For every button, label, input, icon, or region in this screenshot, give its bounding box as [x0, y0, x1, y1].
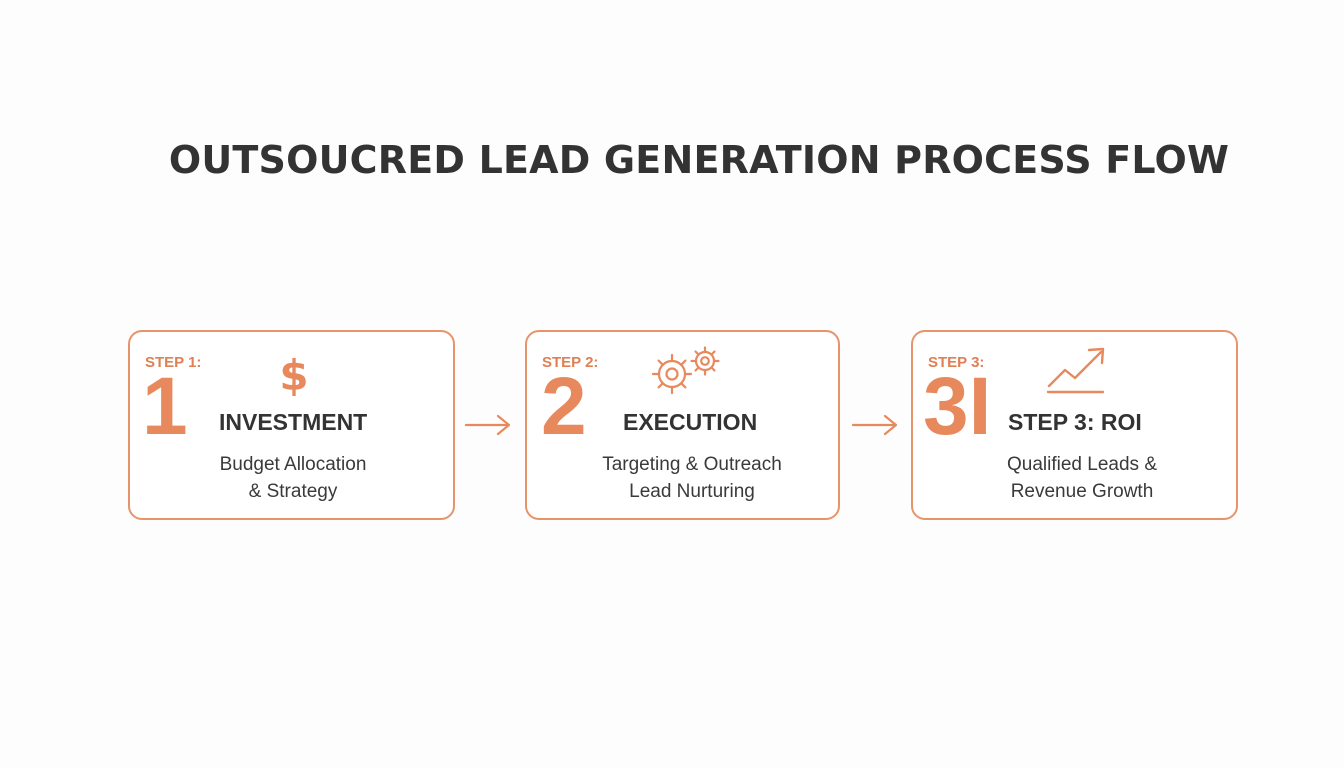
step-heading: INVESTMENT [219, 409, 368, 435]
dollar-icon: $ [276, 350, 312, 400]
page-title: OUTSOUCRED LEAD GENERATION PROCESS FLOW [168, 138, 1230, 182]
arrow-right-icon [851, 410, 899, 445]
arrow-right-icon [464, 410, 512, 445]
step-description: Qualified Leads & Revenue Growth [1007, 454, 1157, 502]
gears-icon [649, 344, 725, 396]
step-card-roi: STEP 3: 3I STEP 3: ROI Qualified Leads &… [911, 330, 1238, 520]
trend-up-icon [1045, 344, 1109, 396]
step-number: 1 [142, 361, 188, 452]
step-number: 3I [923, 361, 992, 452]
step-label: STEP 1: [145, 354, 202, 371]
step-label: STEP 2: [542, 354, 599, 371]
step-description: Targeting & Outreach Lead Nurturing [602, 454, 782, 502]
step-card-execution: STEP 2: 2 [525, 330, 840, 520]
step-heading: EXECUTION [623, 409, 758, 435]
step-label: STEP 3: [928, 354, 985, 371]
step-heading: STEP 3: ROI [1008, 409, 1142, 435]
step-number: 2 [541, 361, 587, 452]
svg-text:$: $ [279, 351, 308, 398]
step-description: Budget Allocation & Strategy [219, 454, 367, 502]
step-card-investment: STEP 1: 1 $ INVESTMENT Budget Allocation… [128, 330, 455, 520]
